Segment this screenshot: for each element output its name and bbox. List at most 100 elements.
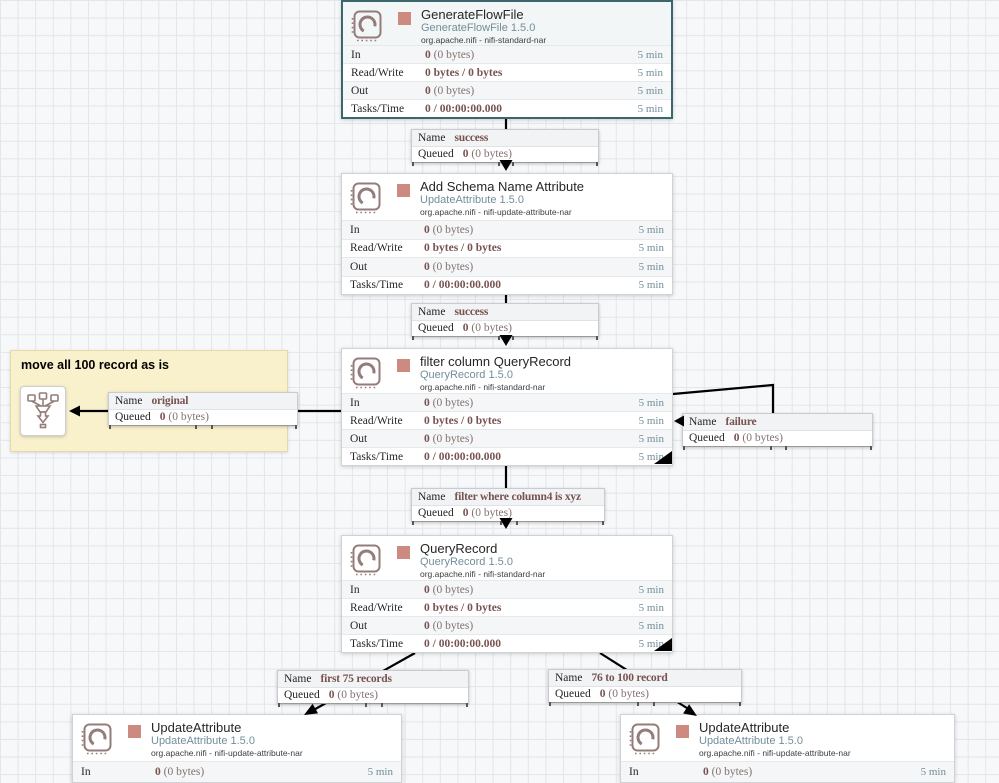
stat-row-in: In 0 (0 bytes) 5 min (342, 393, 672, 411)
stat-window: 5 min (638, 619, 664, 632)
stat-window: 5 min (638, 223, 664, 236)
stat-value: 0 / 00:00:00.000 (424, 450, 501, 463)
stat-row-in: In 0 (0 bytes) 5 min (621, 761, 954, 782)
processor-generateflowfile[interactable]: GenerateFlowFile GenerateFlowFile 1.5.0 … (341, 0, 673, 119)
stat-value: 0 (0 bytes) (155, 766, 205, 778)
stat-window: 5 min (637, 48, 663, 61)
processor-header: GenerateFlowFile GenerateFlowFile 1.5.0 … (343, 2, 671, 45)
funnel-icon (27, 392, 59, 429)
queued-value: 0 (0 bytes) (462, 322, 512, 334)
processor-title: UpdateAttribute (151, 720, 242, 735)
queue-indicator (412, 521, 604, 525)
processor-type-version: UpdateAttribute 1.5.0 (420, 194, 524, 206)
stat-window: 5 min (638, 396, 664, 409)
stat-window: 5 min (637, 84, 663, 97)
stat-value: 0 / 00:00:00.000 (425, 102, 502, 115)
queued-value: 0 (0 bytes) (462, 148, 512, 160)
connection-name-label: Name (418, 132, 446, 144)
stat-row-out: Out 0 (0 bytes) 5 min (343, 81, 671, 99)
queue-indicator (549, 702, 741, 706)
queued-label: Queued (115, 411, 151, 423)
processor-header: UpdateAttribute UpdateAttribute 1.5.0 or… (73, 715, 401, 761)
processor-add-schema-name-attribute[interactable]: Add Schema Name Attribute UpdateAttribut… (341, 173, 673, 295)
stopped-status-icon (397, 184, 410, 197)
stat-row-read-write: Read/Write 0 bytes / 0 bytes 5 min (342, 238, 672, 258)
stat-label: Read/Write (350, 414, 403, 427)
queue-indicator (412, 336, 598, 340)
queue-indicator (683, 446, 872, 450)
stat-value: 0 (0 bytes) (424, 260, 474, 273)
processor-header: Add Schema Name Attribute UpdateAttribut… (342, 174, 672, 220)
stat-row-read-write: Read/Write 0 bytes / 0 bytes 5 min (343, 63, 671, 81)
funnel[interactable] (20, 386, 66, 436)
queued-value: 0 (0 bytes) (462, 507, 512, 519)
stat-window: 5 min (638, 601, 664, 614)
note-text: move all 100 record as is (21, 358, 170, 372)
processor-title: Add Schema Name Attribute (420, 179, 585, 194)
stat-row-in: In 0 (0 bytes) 5 min (342, 580, 672, 598)
stat-label: In (629, 766, 639, 778)
queue-indicator (109, 425, 297, 429)
processor-type-version: QueryRecord 1.5.0 (420, 556, 513, 568)
stat-value: 0 / 00:00:00.000 (424, 279, 501, 292)
stat-label: In (351, 48, 361, 61)
processor-updateattribute-left[interactable]: UpdateAttribute UpdateAttribute 1.5.0 or… (72, 714, 402, 783)
queued-label: Queued (555, 688, 591, 700)
stat-window: 5 min (638, 432, 664, 445)
queued-value: 0 (0 bytes) (733, 432, 783, 444)
processor-queryrecord[interactable]: QueryRecord QueryRecord 1.5.0 org.apache… (341, 535, 673, 653)
stat-label: In (350, 396, 360, 409)
connection-name-value: original (151, 395, 189, 407)
connection-name-value: success (454, 132, 489, 144)
processor-type-version: UpdateAttribute 1.5.0 (151, 735, 255, 747)
processor-header: QueryRecord QueryRecord 1.5.0 org.apache… (342, 536, 672, 580)
stat-window: 5 min (638, 637, 664, 650)
processor-bundle: org.apache.nifi - nifi-update-attribute-… (699, 748, 851, 758)
connection-name-value: success (454, 306, 489, 318)
processor-updateattribute-right[interactable]: UpdateAttribute UpdateAttribute 1.5.0 or… (620, 714, 955, 783)
stat-row-tasks-time: Tasks/Time 0 / 00:00:00.000 5 min (342, 447, 672, 465)
connection-name-label: Name (418, 491, 446, 503)
stat-label: Tasks/Time (350, 637, 404, 650)
stat-window: 5 min (638, 279, 664, 292)
stat-label: Tasks/Time (351, 102, 405, 115)
processor-filter-column-queryrecord[interactable]: filter column QueryRecord QueryRecord 1.… (341, 348, 673, 466)
stat-value: 0 bytes / 0 bytes (425, 66, 503, 79)
connection-name-label: Name (418, 306, 446, 318)
stat-value: 0 bytes / 0 bytes (424, 242, 502, 255)
stat-window: 5 min (638, 450, 664, 463)
queued-label: Queued (689, 432, 725, 444)
processor-header: filter column QueryRecord QueryRecord 1.… (342, 349, 672, 393)
stat-value: 0 (0 bytes) (424, 396, 474, 409)
queued-value: 0 (0 bytes) (159, 411, 209, 423)
stat-label: In (350, 583, 360, 596)
stat-value: 0 (0 bytes) (425, 48, 475, 61)
stat-label: Out (350, 260, 368, 273)
stat-label: Tasks/Time (350, 450, 404, 463)
connection-name-value: 76 to 100 record (591, 672, 668, 684)
stat-value: 0 (0 bytes) (703, 766, 753, 778)
processor-title: UpdateAttribute (699, 720, 790, 735)
stat-row-out: Out 0 (0 bytes) 5 min (342, 429, 672, 447)
stopped-status-icon (676, 725, 689, 738)
stat-label: In (81, 766, 91, 778)
processor-stamp-icon (81, 723, 112, 755)
queued-value: 0 (0 bytes) (328, 689, 378, 701)
stat-value: 0 (0 bytes) (424, 432, 474, 445)
stat-value: 0 (0 bytes) (424, 619, 474, 632)
processor-bundle: org.apache.nifi - nifi-update-attribute-… (420, 207, 572, 217)
stat-row-in: In 0 (0 bytes) 5 min (343, 45, 671, 63)
connection-name-label: Name (555, 672, 583, 684)
stopped-status-icon (397, 546, 410, 559)
stat-label: Read/Write (351, 66, 404, 79)
queue-indicator (278, 703, 468, 707)
queued-label: Queued (418, 507, 454, 519)
processor-bundle: org.apache.nifi - nifi-standard-nar (420, 569, 546, 579)
